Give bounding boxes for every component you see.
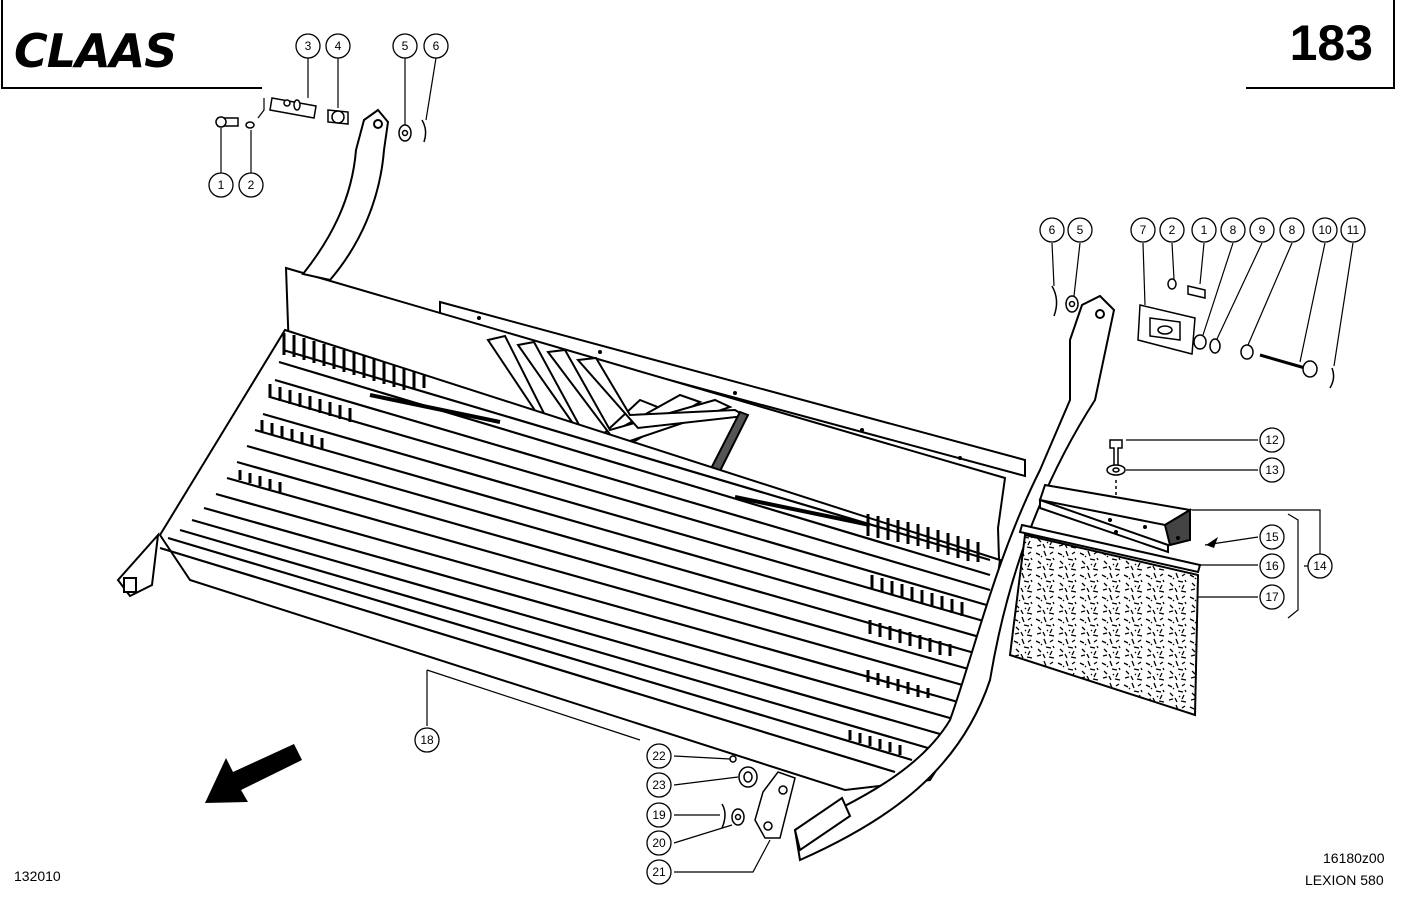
callout-c7: 7 [1130, 217, 1156, 243]
callout-label-c19: 19 [652, 808, 666, 822]
callout-c2b: 2 [1159, 217, 1185, 243]
callout-label-c2b: 2 [1169, 223, 1176, 237]
brand-logo-text: CLAAS [14, 24, 177, 78]
callout-c13: 13 [1259, 457, 1285, 483]
bottom-hardware [721, 755, 796, 839]
callout-c3: 3 [295, 33, 321, 59]
callout-c1a: 1 [208, 172, 234, 198]
callout-c6a: 6 [423, 33, 449, 59]
callout-c18: 18 [414, 727, 440, 753]
model-name: LEXION 580 [1305, 872, 1384, 888]
right-side-arm [793, 294, 1116, 862]
left-end-bracket [116, 531, 160, 598]
page-number: 183 [1289, 15, 1373, 71]
callout-label-c12: 12 [1265, 433, 1279, 447]
callout-label-c8a: 8 [1230, 223, 1237, 237]
top-holes [477, 316, 962, 460]
callout-c4: 4 [325, 33, 351, 59]
callout-label-c8b: 8 [1289, 223, 1296, 237]
callout-label-c23: 23 [652, 778, 666, 792]
drawing-code: 16180z00 [1323, 850, 1385, 866]
flap-assembly [1008, 483, 1202, 717]
callout-label-c11: 11 [1347, 223, 1360, 237]
concave-body [158, 328, 1002, 792]
callout-c2a: 2 [238, 172, 264, 198]
bolt-12-13 [1106, 439, 1126, 498]
flap-holes [1108, 518, 1180, 540]
callout-label-c15: 15 [1265, 530, 1279, 544]
callout-c11: 11 [1340, 217, 1366, 243]
callout-label-c10: 10 [1318, 223, 1332, 237]
arrowhead-15 [1206, 537, 1218, 548]
callout-c12: 12 [1259, 427, 1285, 453]
callout-label-c21: 21 [652, 865, 666, 879]
callout-c21: 21 [646, 859, 672, 885]
callout-label-c6a: 6 [433, 39, 440, 53]
callout-label-c13: 13 [1265, 463, 1279, 477]
callout-c23: 23 [646, 772, 672, 798]
callout-label-c6b: 6 [1049, 223, 1056, 237]
callout-c10: 10 [1312, 217, 1338, 243]
callout-c20: 20 [646, 830, 672, 856]
callout-c5b: 5 [1067, 217, 1093, 243]
callout-label-c5b: 5 [1077, 223, 1084, 237]
callout-label-c2a: 2 [248, 178, 255, 192]
callout-label-c9: 9 [1259, 223, 1266, 237]
callout-c14: 14 [1307, 553, 1333, 579]
left-code: 132010 [14, 868, 61, 884]
callout-label-c16: 16 [1265, 559, 1279, 573]
callout-c8a: 8 [1220, 217, 1246, 243]
callout-label-c4: 4 [335, 39, 342, 53]
callout-label-c20: 20 [652, 836, 666, 850]
claas-logo: CLAAS [14, 24, 240, 78]
callout-c22: 22 [646, 743, 672, 769]
left-side-arm [301, 108, 390, 282]
top-left-hardware [215, 97, 427, 143]
callout-c19: 19 [646, 802, 672, 828]
callout-label-c18: 18 [420, 733, 434, 747]
direction-arrow [205, 744, 302, 803]
callout-label-c14: 14 [1313, 559, 1327, 573]
callout-c5a: 5 [392, 33, 418, 59]
top-right-hardware [1051, 278, 1335, 389]
callout-label-c3: 3 [305, 39, 312, 53]
callout-label-c17: 17 [1265, 590, 1279, 604]
callout-c17: 17 [1259, 584, 1285, 610]
callout-label-c5a: 5 [402, 39, 409, 53]
callout-label-c1b: 1 [1201, 223, 1208, 237]
callout-label-c22: 22 [652, 749, 666, 763]
callout-label-c1a: 1 [218, 178, 225, 192]
callout-c15: 15 [1259, 524, 1285, 550]
callout-c8b: 8 [1279, 217, 1305, 243]
callout-c9: 9 [1249, 217, 1275, 243]
callout-c16: 16 [1259, 553, 1285, 579]
callout-label-c7: 7 [1140, 223, 1147, 237]
callout-c1b: 1 [1191, 217, 1217, 243]
callout-c6b: 6 [1039, 217, 1065, 243]
